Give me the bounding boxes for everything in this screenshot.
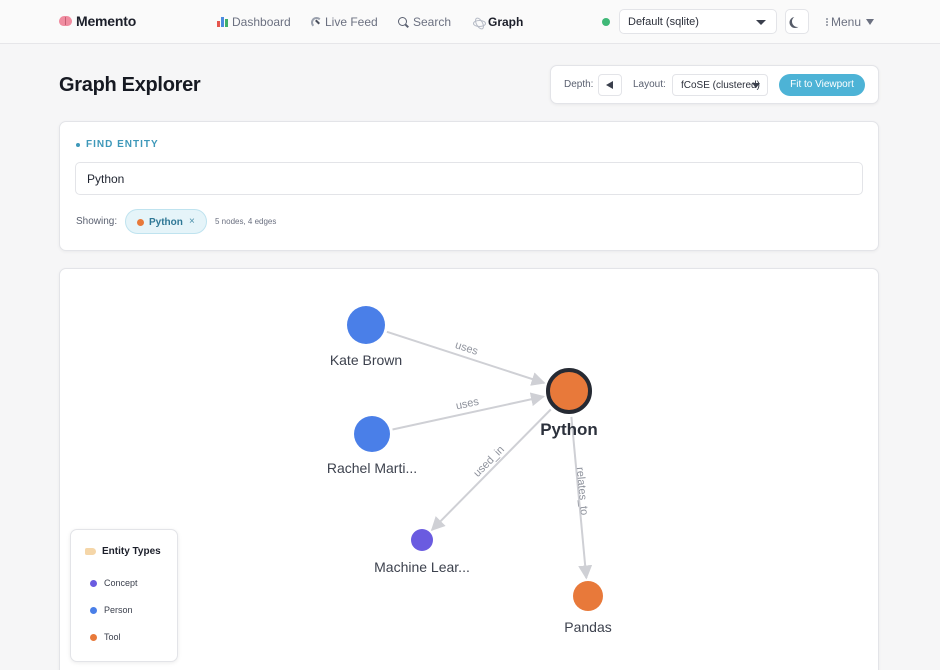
- nav-dashboard[interactable]: Dashboard: [217, 15, 291, 29]
- chevron-down-icon: [752, 83, 760, 88]
- graph-node-label: Kate Brown: [330, 352, 402, 368]
- close-icon[interactable]: ×: [189, 216, 195, 227]
- graph-edge-label: relates_to: [574, 467, 590, 516]
- nav-dashboard-label: Dashboard: [232, 15, 291, 29]
- legend-dot: [90, 633, 97, 641]
- brain-icon: [59, 16, 72, 26]
- graph-node-rachel[interactable]: [354, 416, 390, 452]
- find-entity-label: FIND ENTITY: [86, 139, 159, 150]
- find-entity-heading: FIND ENTITY: [76, 139, 159, 150]
- legend-title: Entity Types: [102, 546, 161, 557]
- graph-canvas-card[interactable]: [59, 268, 879, 670]
- layout-label: Layout:: [633, 79, 666, 90]
- menu-label: Menu: [831, 15, 862, 29]
- legend-item-label: Tool: [104, 632, 121, 642]
- legend-heading: Entity Types: [85, 546, 161, 557]
- app-brand[interactable]: Memento: [59, 13, 136, 29]
- database-select-value: Default (sqlite): [628, 16, 699, 28]
- search-icon: [398, 16, 409, 28]
- tag-icon: [85, 548, 96, 555]
- chevron-down-icon: [756, 20, 766, 25]
- top-nav-bar: [0, 0, 940, 44]
- graph-node-pandas[interactable]: [573, 581, 603, 611]
- nav-live-feed-label: Live Feed: [325, 15, 378, 29]
- entity-chip-python[interactable]: Python ×: [125, 209, 207, 234]
- arrow-left-icon: [606, 81, 613, 89]
- connection-status-dot: [602, 18, 610, 26]
- kebab-icon: [826, 18, 828, 26]
- graph-node-label: Machine Lear...: [374, 559, 470, 575]
- graph-edge-label: uses: [455, 396, 481, 413]
- depth-button[interactable]: [598, 74, 622, 96]
- atom-icon: [473, 17, 486, 28]
- layout-select-value: fCoSE (clustered): [681, 80, 760, 91]
- legend-item-label: Concept: [104, 578, 138, 588]
- graph-edge-label: used_in: [471, 444, 507, 480]
- legend-dot: [90, 606, 97, 614]
- legend-item-tool: Tool: [90, 632, 121, 642]
- depth-label: Depth:: [564, 79, 594, 90]
- theme-toggle-button[interactable]: [785, 9, 809, 34]
- menu-button[interactable]: Menu: [826, 15, 875, 29]
- page-title: Graph Explorer: [59, 74, 201, 96]
- legend-item-label: Person: [104, 605, 133, 615]
- nav-search-label: Search: [413, 15, 452, 29]
- graph-edge[interactable]: [392, 392, 545, 431]
- entity-chip-label: Python: [149, 217, 183, 228]
- app-name: Memento: [76, 13, 137, 29]
- nav-graph[interactable]: Graph: [473, 15, 523, 29]
- bar-chart-icon: [217, 17, 228, 27]
- caret-down-icon: [866, 19, 875, 25]
- find-entity-input[interactable]: [75, 162, 863, 195]
- nav-live-feed[interactable]: Live Feed: [311, 15, 378, 29]
- graph-edge[interactable]: [386, 330, 546, 386]
- graph-node-python[interactable]: [546, 368, 592, 414]
- legend-item-person: Person: [90, 605, 133, 615]
- legend-item-concept: Concept: [90, 578, 138, 588]
- fit-to-viewport-button[interactable]: Fit to Viewport: [779, 74, 865, 96]
- graph-node-ml[interactable]: [411, 529, 433, 551]
- graph-edge[interactable]: [570, 416, 593, 580]
- bullet-icon: [76, 142, 80, 147]
- nav-graph-label: Graph: [488, 15, 524, 29]
- nav-search[interactable]: Search: [398, 15, 451, 29]
- graph-node-label: Python: [540, 420, 598, 439]
- satellite-icon: [311, 17, 322, 28]
- graph-node-label: Rachel Marti...: [327, 460, 417, 476]
- graph-node-kate[interactable]: [347, 306, 385, 344]
- database-select[interactable]: Default (sqlite): [619, 9, 777, 34]
- legend-dot: [90, 579, 97, 587]
- tool-type-dot: [137, 219, 144, 226]
- graph-node-label: Pandas: [564, 619, 611, 635]
- layout-select[interactable]: fCoSE (clustered): [672, 74, 768, 96]
- graph-edge[interactable]: [430, 408, 552, 532]
- showing-label: Showing:: [76, 216, 118, 227]
- graph-counts: 5 nodes, 4 edges: [215, 217, 277, 226]
